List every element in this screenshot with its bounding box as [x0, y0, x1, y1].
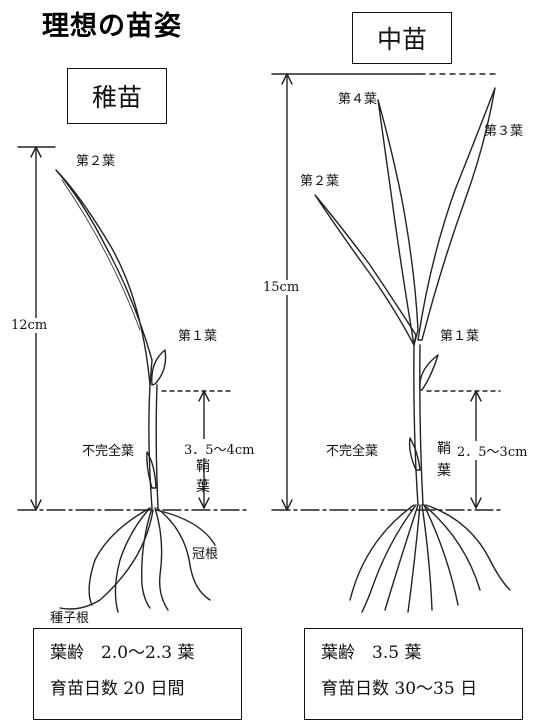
- right-sheath-height-label: 2．5～3cm: [457, 441, 527, 460]
- incomplete-leaf-left: [147, 452, 156, 488]
- young-leaf-age: 葉齢 2.0～2.3 葉: [50, 643, 241, 679]
- young-nursery-days: 育苗日数 20 日間: [50, 679, 241, 715]
- label-young-seedling: 稚苗: [67, 68, 167, 124]
- info-box-medium: 葉齢 3.5 葉 育苗日数 30～35 日: [304, 628, 523, 720]
- right-coleoptile-label-2: 葉: [436, 462, 452, 480]
- leaf2-left: [56, 170, 152, 385]
- medium-nursery-days: 育苗日数 30～35 日: [321, 679, 522, 715]
- leaf1-right: [420, 355, 438, 390]
- left-coleoptile-label-2: 葉: [195, 478, 211, 496]
- left-seminal-root-label: 種子根: [50, 607, 89, 626]
- right-height-label: 15cm: [263, 280, 299, 295]
- right-leaf2-label: 第２葉: [300, 170, 339, 189]
- stem-right: [414, 345, 418, 505]
- label-medium-seedling: 中苗: [352, 12, 452, 64]
- right-leaf1-label: 第１葉: [440, 325, 479, 344]
- leaf1-left: [152, 350, 166, 385]
- stem-left: [149, 385, 152, 508]
- left-height-label: 12cm: [11, 318, 47, 333]
- leaf2-right: [315, 195, 416, 345]
- right-coleoptile-label-1: 鞘: [436, 440, 452, 458]
- left-incomplete-leaf-label: 不完全葉: [82, 440, 134, 459]
- left-leaf2-label: 第２葉: [76, 150, 115, 169]
- right-leaf3-label: 第３葉: [484, 120, 523, 139]
- left-crown-root-label: 冠根: [192, 543, 218, 562]
- right-incomplete-leaf-label: 不完全葉: [326, 440, 378, 459]
- right-leaf4-label: 第４葉: [338, 88, 377, 107]
- left-leaf1-label: 第１葉: [178, 325, 217, 344]
- left-sheath-height-label: 3．5～4cm: [184, 439, 254, 458]
- medium-leaf-age: 葉齢 3.5 葉: [321, 643, 522, 679]
- info-box-young: 葉齢 2.0～2.3 葉 育苗日数 20 日間: [33, 628, 242, 720]
- left-coleoptile-label-1: 鞘: [195, 458, 211, 476]
